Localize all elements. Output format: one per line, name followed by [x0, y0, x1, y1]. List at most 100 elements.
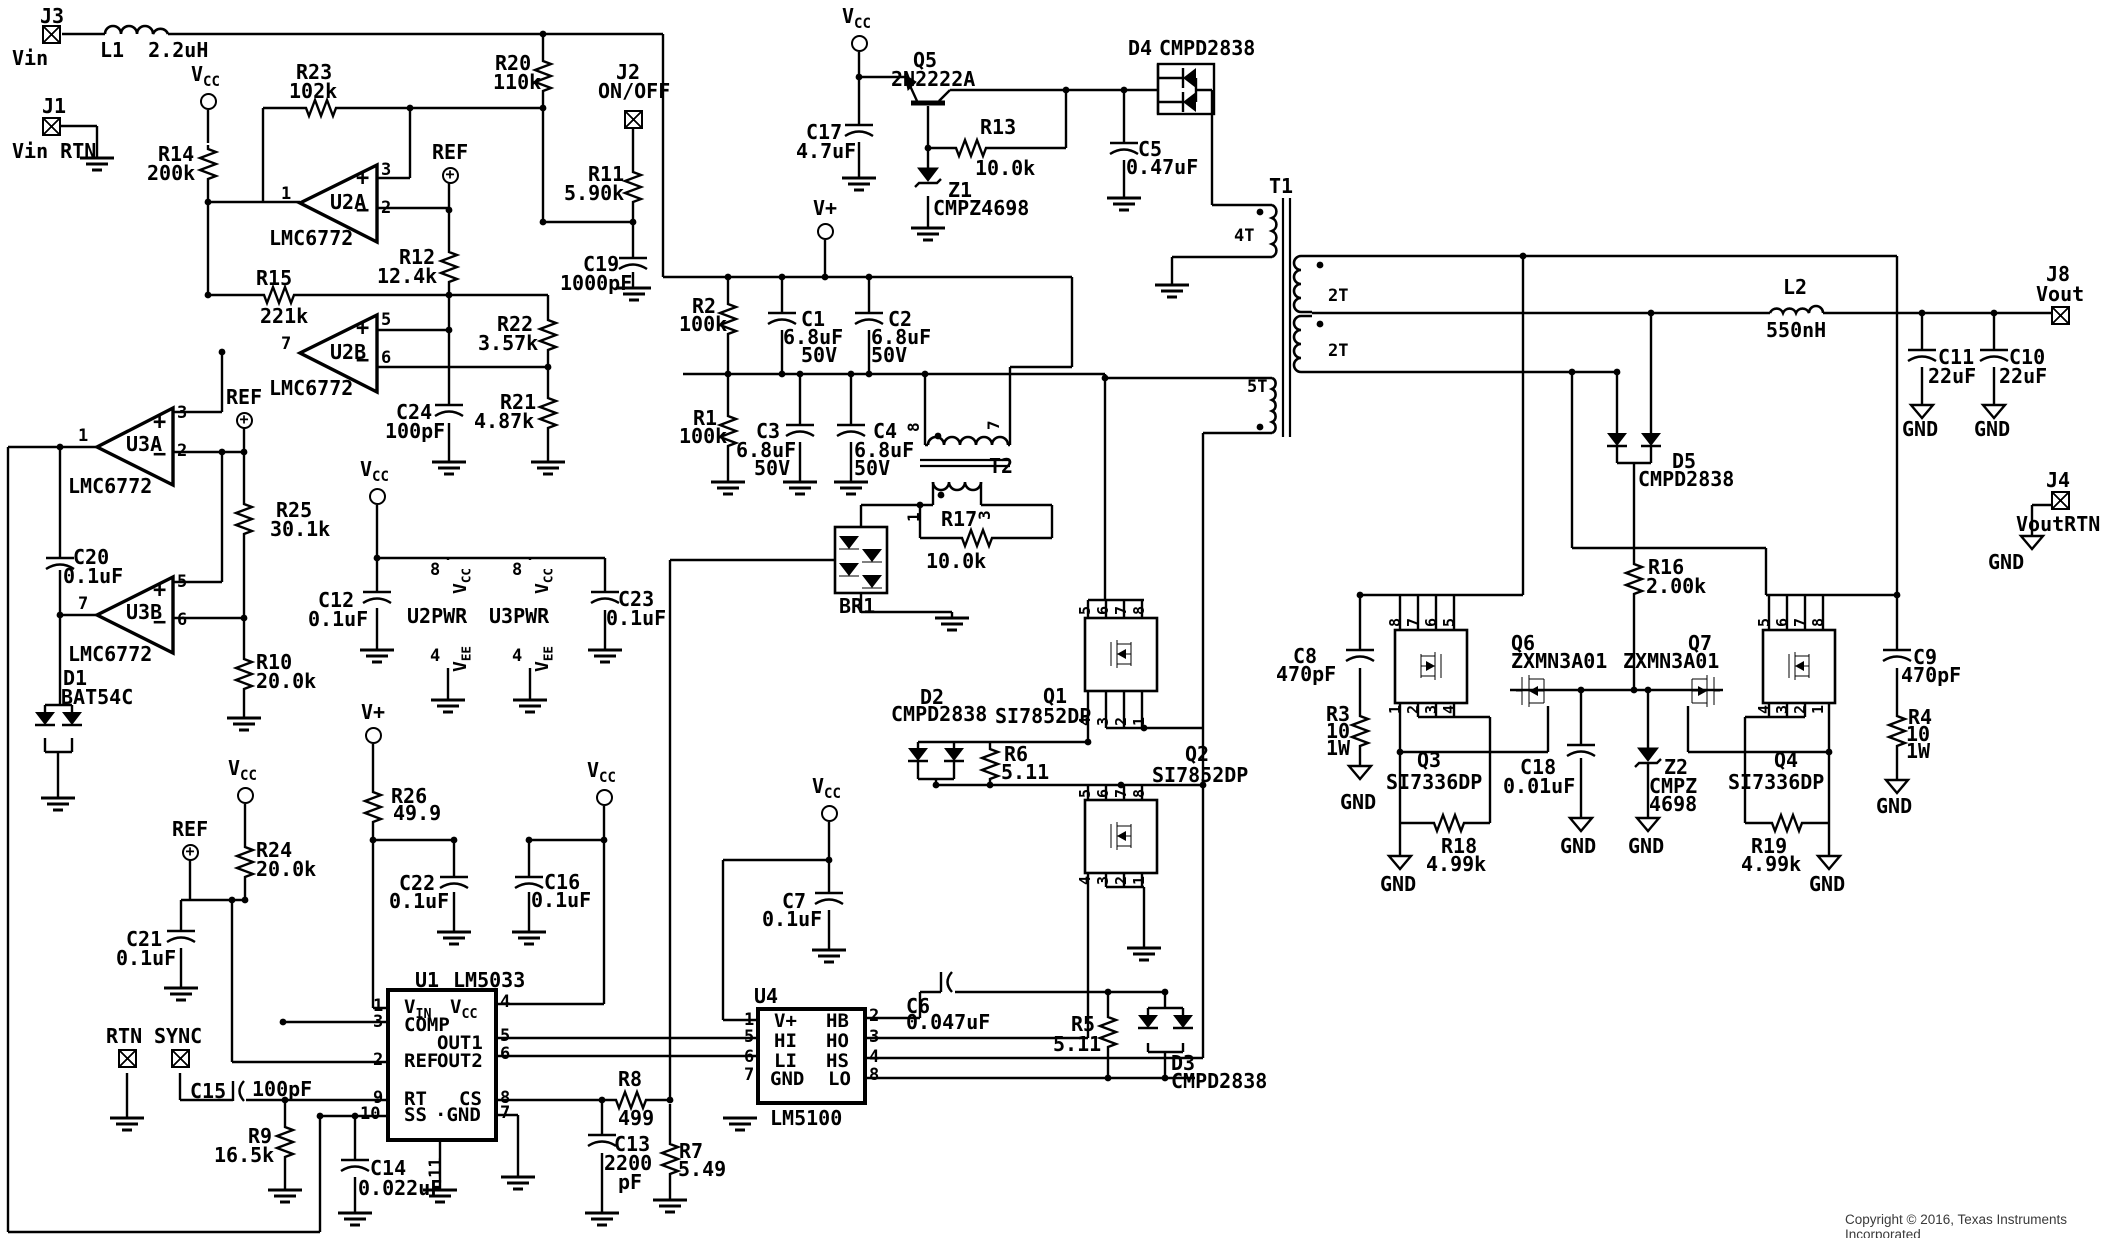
- schematic-text: C2: [888, 307, 913, 331]
- ref-port-label: REF: [432, 140, 469, 164]
- schematic-text: 50V: [754, 456, 791, 480]
- schematic-text: C9: [1913, 645, 1938, 669]
- schematic-text: Q2: [1185, 742, 1210, 766]
- v+-port-icon: [816, 222, 834, 240]
- schematic-text: 50V: [871, 343, 908, 367]
- connector-icon: [117, 1048, 137, 1068]
- schematic-text: 7: [281, 334, 292, 354]
- schematic-text: 10: [1906, 722, 1931, 746]
- schematic-text: 3.57k: [478, 331, 539, 355]
- schematic-text: GND: [1628, 834, 1665, 858]
- junction-dot: [1316, 261, 1324, 269]
- schematic-text: R19: [1751, 834, 1788, 858]
- schematic-text: R8: [618, 1067, 643, 1091]
- schematic-text: GND: [770, 1068, 805, 1090]
- label-j8: J8: [2046, 262, 2071, 286]
- junction-dot: [445, 291, 453, 299]
- schematic-text: LMC6772: [68, 474, 153, 498]
- schematic-text: 2: [373, 1050, 384, 1070]
- schematic-text: 6.8uF: [871, 325, 932, 349]
- schematic-text: 5: [1076, 605, 1094, 615]
- schematic-text: 5: [1076, 788, 1094, 798]
- schematic-text: pF: [618, 1170, 643, 1194]
- schematic-text: C24: [396, 400, 433, 424]
- junction-dot: [1084, 738, 1092, 746]
- schematic-text: 22uF: [1999, 364, 2048, 388]
- connector-icon: [623, 109, 643, 129]
- schematic-text: ZXMN3A01: [1511, 649, 1608, 673]
- schematic-text: −: [356, 198, 370, 223]
- junction-dot: [281, 1096, 289, 1104]
- junction-dot: [666, 1096, 674, 1104]
- junction-dot: [1101, 374, 1109, 382]
- opamp-u3b: [93, 574, 175, 656]
- transformer-t2: [920, 435, 1010, 492]
- schematic-text: 0.1uF: [531, 888, 592, 912]
- schematic-text: 0.01uF: [1503, 774, 1576, 798]
- schematic-text: SI7852DP: [995, 704, 1092, 728]
- schematic-text: Q5: [913, 48, 938, 72]
- junction-dot: [1630, 686, 1638, 694]
- schematic-text: 2200: [604, 1151, 653, 1175]
- schematic-text: 0.1uF: [63, 564, 124, 588]
- schematic-text: CMPD2838: [1638, 467, 1735, 491]
- schematic-text: L2: [1783, 275, 1808, 299]
- ic-bodies: [93, 62, 1837, 1142]
- inductor-l1: [103, 24, 170, 35]
- schematic-text: R25: [276, 498, 313, 522]
- ref-port-icon: +: [235, 411, 253, 429]
- schematic-text: −: [153, 442, 167, 467]
- schematic-text: 2: [381, 198, 392, 218]
- schematic-text: 0.1uF: [762, 907, 823, 931]
- junction-dot: [1316, 320, 1324, 328]
- schematic-text: 49.9: [393, 801, 442, 825]
- v+-port-icon: [364, 726, 382, 744]
- schematic-text: 102k: [289, 79, 338, 103]
- schematic-text: R10: [256, 650, 293, 674]
- v+-port-label: V+: [361, 700, 386, 724]
- schematic-text: +: [153, 410, 167, 435]
- schematic-text: 7: [744, 1065, 755, 1085]
- schematic-text: C11: [1938, 345, 1975, 369]
- schematic-text: R6: [1004, 742, 1029, 766]
- schematic-text: 6: [1773, 617, 1791, 627]
- schematic-text: +: [356, 166, 370, 191]
- schematic-text: 2T: [1328, 286, 1349, 306]
- label-j3: J3: [40, 4, 65, 28]
- ref-port-label: REF: [226, 385, 263, 409]
- schematic-text: −: [356, 348, 370, 373]
- schematic-text: 9: [373, 1088, 384, 1108]
- junction-dot: [1256, 423, 1264, 431]
- schematic-text: 11: [426, 1157, 446, 1178]
- schematic-text: R15: [256, 266, 293, 290]
- schematic-text: 20.0k: [256, 669, 317, 693]
- schematic-text: CMPD2838: [1159, 36, 1256, 60]
- schematic-text: 6: [500, 1044, 511, 1064]
- schematic-text: 1: [1386, 704, 1404, 714]
- junction-dot: [724, 370, 732, 378]
- junction-dot: [1140, 724, 1148, 732]
- junction-dot: [921, 370, 929, 378]
- schematic-text: C19: [583, 252, 620, 276]
- schematic-text: 5: [500, 1026, 511, 1046]
- schematic-text: 7: [500, 1103, 511, 1123]
- schematic-text: R7: [679, 1139, 704, 1163]
- connector-icon: [2050, 305, 2070, 325]
- junction-dot: [1918, 309, 1926, 317]
- junction-dot: [406, 104, 414, 112]
- schematic-text: ZXMN3A01: [1623, 649, 1720, 673]
- schematic-text: Q1: [1043, 684, 1068, 708]
- junction-dot: [825, 856, 833, 864]
- schematic-text: C21: [126, 927, 163, 951]
- schematic-text: R21: [500, 390, 537, 414]
- label-sync: SYNC: [154, 1024, 203, 1048]
- wires-middle: [375, 52, 1272, 1080]
- junction-dot: [1199, 781, 1207, 789]
- schematic-text: 4: [512, 646, 523, 666]
- schematic-text: R3: [1326, 702, 1351, 726]
- junction-dot: [629, 218, 637, 226]
- junction-dot: [1644, 686, 1652, 694]
- schematic-text: LI: [774, 1050, 797, 1072]
- schematic-text: 3: [1773, 704, 1791, 714]
- schematic-text: 22uF: [1928, 364, 1977, 388]
